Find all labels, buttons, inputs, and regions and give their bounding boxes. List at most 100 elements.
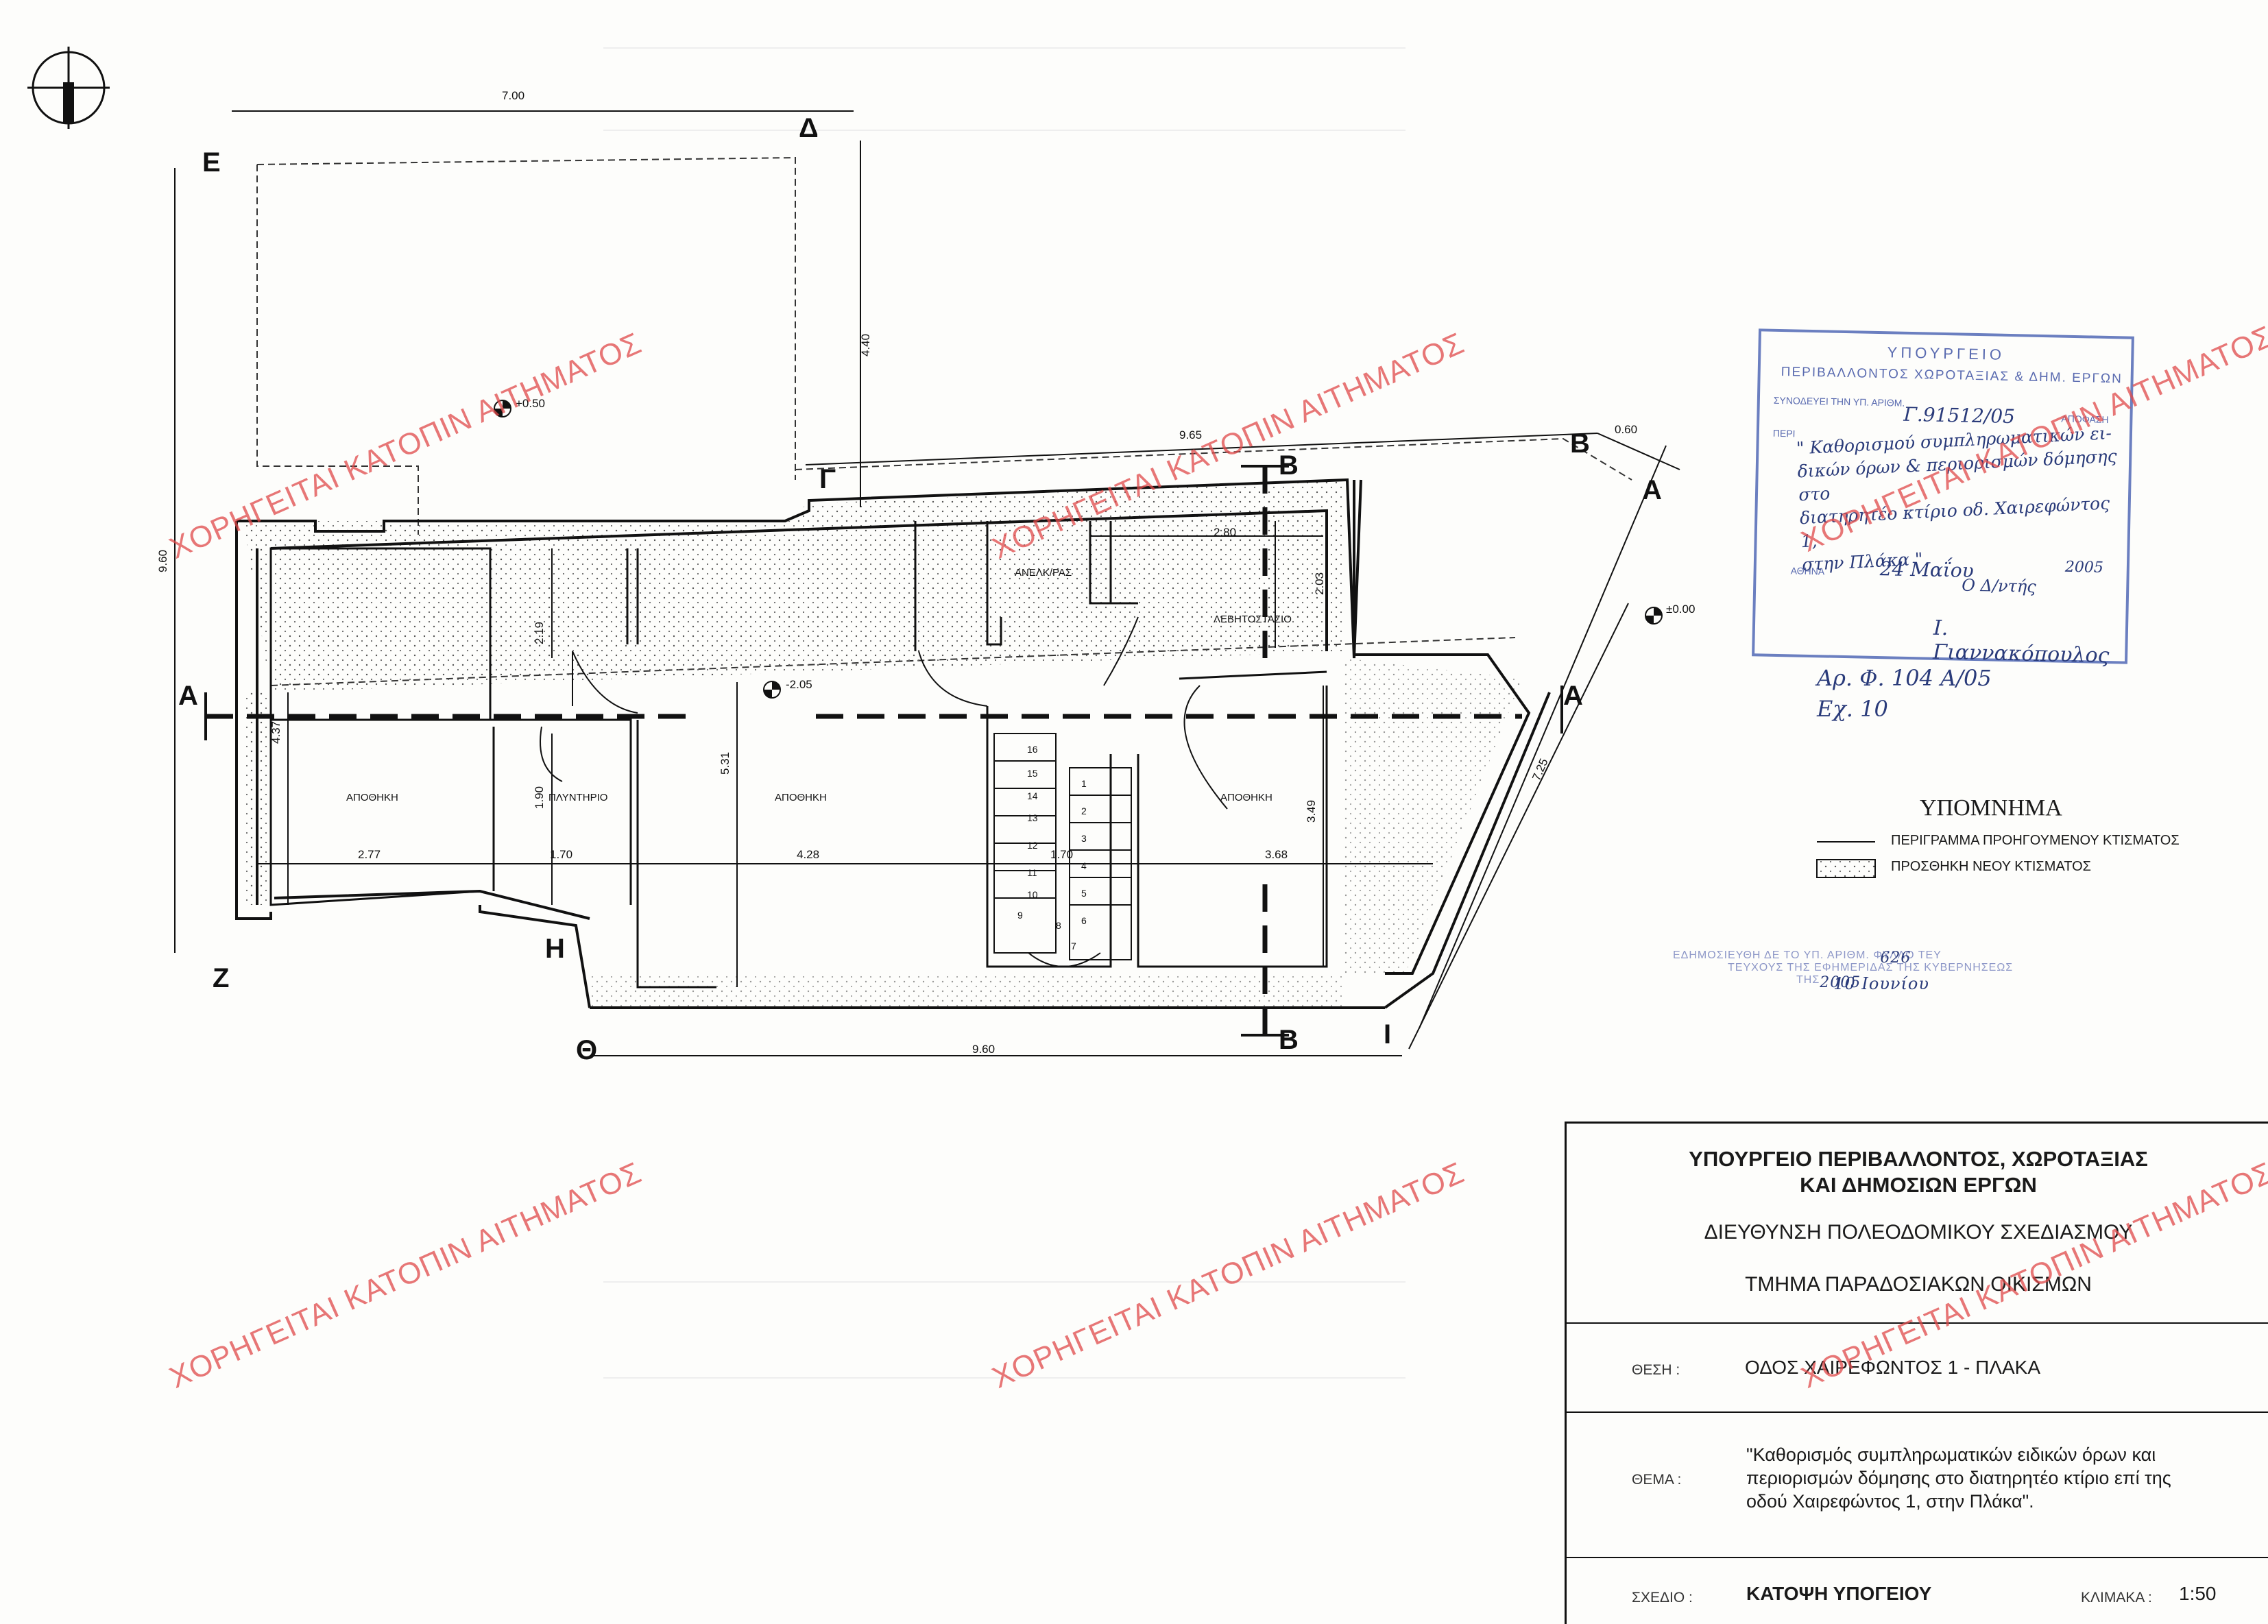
drawing-value: ΚΑΤΟΨΗ ΥΠΟΓΕΙΟΥ xyxy=(1746,1583,1932,1604)
level-label: +0.50 xyxy=(516,397,545,410)
section-markers xyxy=(204,465,1563,1037)
dim-top-width: 7.00 xyxy=(502,89,524,102)
level-label: -2.05 xyxy=(786,678,812,691)
legend-title: ΥΠΟΜΝΗΜΑ xyxy=(1920,795,2062,821)
gazette-stamp: ΕΔΗΜΟΣΙΕΥΘΗ ΔΕ ΤΟ ΥΠ. ΑΡΙΘΜ. 626 ΦΥΛΛΟ Τ… xyxy=(1673,949,2014,993)
dim-right-height: 4.40 xyxy=(859,334,872,356)
subject-line: "Καθορισμός συμπληρωματικών ειδικών όρων… xyxy=(1746,1444,2156,1465)
stamp-ref: Γ.91512/05 xyxy=(1903,402,2016,428)
dim-store1-height: 4.37 xyxy=(269,721,282,744)
location-value: ΟΔΟΣ ΧΑΙΡΕΦΩΝΤΟΣ 1 - ΠΛΑΚΑ xyxy=(1745,1357,2041,1378)
step-number: 14 xyxy=(1027,790,1038,801)
stamp-label-accompanies: ΣΥΝΟΔΕΥΕΙ ΤΗΝ ΥΠ. ΑΡΙΘΜ. xyxy=(1773,394,1905,409)
stamp-role: Ο Δ/ντής xyxy=(1961,575,2036,596)
internal-walls xyxy=(269,521,1328,989)
point-label-a-right: Α xyxy=(1563,681,1583,711)
drawing-label: ΣΧΕΔΙΟ : xyxy=(1632,1590,1693,1605)
step-number: 9 xyxy=(1017,910,1023,921)
level-marker-icon xyxy=(494,400,1663,699)
point-label-eta: Η xyxy=(545,934,565,964)
dim-store2-width: 4.28 xyxy=(797,848,819,861)
dim-store4-width: 3.68 xyxy=(1265,848,1288,861)
dim-left-height: 9.60 xyxy=(156,550,169,572)
location-label: ΘΕΣΗ : xyxy=(1632,1362,1680,1378)
point-label-b-right: Β xyxy=(1570,428,1590,459)
point-label-epsilon: Ε xyxy=(202,147,221,178)
dim-store1-width: 2.77 xyxy=(358,848,381,861)
step-number: 5 xyxy=(1081,888,1087,899)
ministry-name-line1: ΥΠΟΥΡΓΕΙΟ ΠΕΡΙΒΑΛΛΟΝΤΟΣ, ΧΩΡΟΤΑΞΙΑΣ xyxy=(1689,1147,2148,1171)
handwritten-note-2: Εχ. 10 xyxy=(1817,696,1888,722)
subject-line: οδού Χαιρεφώντος 1, στην Πλάκα". xyxy=(1746,1491,2034,1512)
step-number: 8 xyxy=(1056,920,1061,931)
level-label: ±0.00 xyxy=(1666,603,1695,616)
point-label-theta: Θ xyxy=(576,1035,597,1065)
room-label-store: ΑΠΟΘΗΚΗ xyxy=(775,792,827,803)
stamp-date: 24 Μαΐου xyxy=(1879,557,1975,582)
point-label-a-left: Α xyxy=(178,681,198,711)
step-number: 12 xyxy=(1027,840,1038,851)
step-number: 4 xyxy=(1081,860,1087,871)
step-number: 16 xyxy=(1027,744,1038,755)
previous-building-outline xyxy=(256,156,796,480)
point-label-delta: Δ xyxy=(799,113,819,143)
title-block: ΥΠΟΥΡΓΕΙΟ ΠΕΡΙΒΑΛΛΟΝΤΟΣ, ΧΩΡΟΤΑΞΙΑΣ ΚΑΙ … xyxy=(1565,1122,2268,1624)
walls xyxy=(235,478,1551,1009)
dim-lev-height: 2.03 xyxy=(1313,572,1326,595)
legend-item-addition: ΠΡΟΣΘΗΚΗ ΝΕΟΥ ΚΤΙΣΜΑΤΟΣ xyxy=(1891,859,2092,874)
department: ΤΜΗΜΑ ΠΑΡΑΔΟΣΙΑΚΩΝ ΟΙΚΙΣΜΩΝ xyxy=(1745,1273,2092,1296)
legend-hatch-swatch xyxy=(1816,859,1876,878)
point-label-zeta: Ζ xyxy=(213,963,229,993)
stamp-signature: Ι. Γιαννακόπουλος xyxy=(1932,616,2110,668)
step-number: 15 xyxy=(1027,768,1038,779)
room-label-laundry: ΠΛΥΝΤΗΡΙΟ xyxy=(548,792,607,803)
scale-value: 1:50 xyxy=(2179,1583,2217,1604)
step-number: 6 xyxy=(1081,915,1087,926)
step-number: 10 xyxy=(1027,889,1038,900)
dim-stair-width: 1.70 xyxy=(1050,848,1073,861)
dim-lev-width: 2.80 xyxy=(1214,526,1236,539)
gazette-line-2: ΤΕΥΧΟΥΣ ΤΗΣ ΕΦΗΜΕΡΙΔΑΣ ΤΗΣ ΚΥΒΕΡΝΗΣΕΩΣ xyxy=(1728,962,2014,973)
legend-item-previous: ΠΕΡΙΓΡΑΜΜΑ ΠΡΟΗΓΟΥΜΕΝΟΥ ΚΤΙΣΜΑΤΟΣ xyxy=(1891,833,2180,848)
gazette-sheet-label: ΦΥΛΛΟ ΤΕΥ xyxy=(1873,949,1942,961)
room-label-boiler: ΛΕΒΗΤΟΣΤΑΣΙΟ xyxy=(1214,614,1292,625)
gazette-date: 10 Ιουνίου xyxy=(1833,974,1929,993)
step-number: 3 xyxy=(1081,833,1087,844)
room-label-store: ΑΠΟΘΗΚΗ xyxy=(346,792,398,803)
dim-store2-height: 5.31 xyxy=(719,752,732,775)
point-label-a-top: Α xyxy=(1642,475,1662,505)
stamp-label-about: ΠΕΡΙ xyxy=(1772,427,1796,439)
gazette-line-3: ΤΗΣ xyxy=(1796,974,1820,986)
scan-noise xyxy=(603,47,1406,1379)
dim-beta-offset: 0.60 xyxy=(1615,423,1637,436)
subject-label: ΘΕΜΑ : xyxy=(1632,1472,1682,1488)
point-label-gamma: Γ xyxy=(819,464,836,494)
subject-value: "Καθορισμός συμπληρωματικών ειδικών όρων… xyxy=(1746,1443,2171,1513)
dim-bottom-width: 9.60 xyxy=(972,1043,995,1056)
dim-wash-height: 1.90 xyxy=(533,786,546,809)
stamp-year: 2005 xyxy=(2064,558,2104,577)
point-label-iota: Ι xyxy=(1384,1019,1391,1050)
ministry-name-line2: ΚΑΙ ΔΗΜΟΣΙΩΝ ΕΡΓΩΝ xyxy=(1800,1173,2037,1197)
section-lines xyxy=(206,466,1522,1035)
handwritten-note-1: Αρ. Φ. 104 Α/05 xyxy=(1817,665,1992,691)
directorate: ΔΙΕΥΘΥΝΣΗ ΠΟΛΕΟΔΟΜΙΚΟΥ ΣΧΕΔΙΑΣΜΟΥ xyxy=(1704,1221,2133,1244)
stamp-ministry: ΠΕΡΙΒΑΛΛΟΝΤΟΣ ΧΩΡΟΤΑΞΙΑΣ & ΔΗΜ. ΕΡΓΩΝ xyxy=(1781,365,2123,387)
gazette-number: 626 xyxy=(1880,949,1911,967)
step-number: 2 xyxy=(1081,805,1087,816)
dim-wash-top: 2.19 xyxy=(533,622,546,644)
stair-step-numbers: 1 2 3 4 5 6 7 8 9 10 11 12 13 14 15 16 xyxy=(1017,744,1087,952)
step-number: 1 xyxy=(1081,778,1087,789)
north-arrow-icon xyxy=(27,47,110,129)
room-label-lift: ΑΝΕΛΚ/ΡΑΣ xyxy=(1015,567,1072,579)
dim-store4-height: 3.49 xyxy=(1305,800,1318,823)
dimension-lines xyxy=(174,110,1680,1056)
scale-label: ΚΛΙΜΑΚΑ : xyxy=(2081,1590,2152,1605)
door-swings xyxy=(540,616,1228,810)
stamp-title: ΥΠΟΥΡΓΕΙΟ xyxy=(1887,343,2005,363)
subject-line: περιορισμών δόμησης στο διατηρητέο κτίρι… xyxy=(1746,1468,2171,1488)
room-label-store: ΑΠΟΘΗΚΗ xyxy=(1220,792,1272,803)
stamp-subject: " Καθορισμού συμπληρωματικών ει- δικών ό… xyxy=(1796,421,2131,577)
point-label-b-bottom: Β xyxy=(1279,1025,1299,1055)
